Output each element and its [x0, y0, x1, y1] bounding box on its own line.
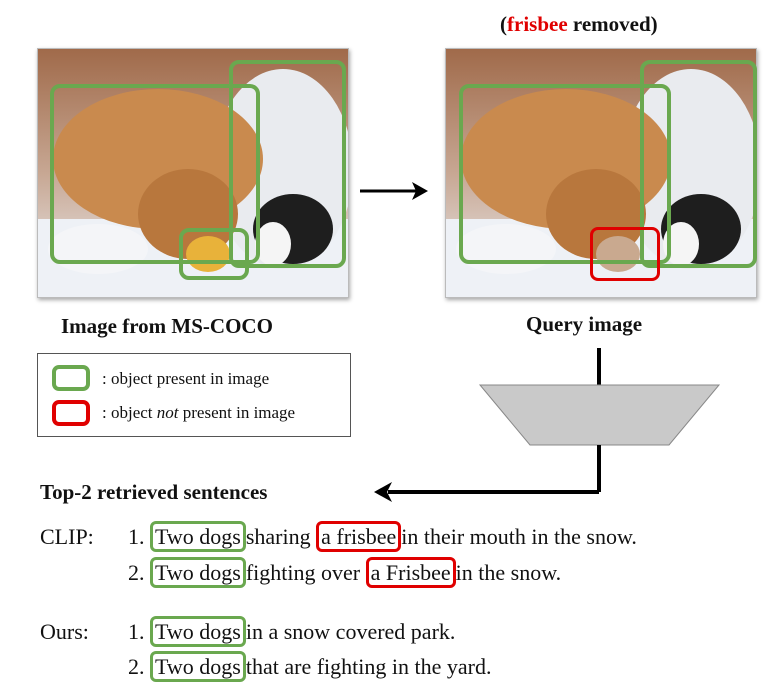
present-object-phrase: Two dogs [150, 521, 246, 552]
results-title: Top-2 retrieved sentences [40, 480, 268, 504]
right-arrow-icon [360, 182, 428, 200]
ours-label: Ours: [40, 619, 89, 644]
result-number: 1. [128, 619, 145, 644]
sentence-text: in a snow covered park. [245, 619, 456, 644]
absent-object-phrase: a Frisbee [365, 557, 456, 588]
absent-object-phrase: a frisbee [316, 521, 402, 552]
source-image [37, 48, 349, 298]
sentence-text: fighting over [245, 560, 366, 585]
result-number: 2. [128, 560, 145, 585]
dog-box-left-1 [50, 84, 260, 264]
frisbee-box-left [179, 228, 249, 280]
sentence-text: in the snow. [455, 560, 562, 585]
header-paren: ( [500, 12, 507, 36]
result-number: 2. [128, 654, 145, 679]
removed-object-header: (frisbee removed) [500, 12, 658, 37]
present-object-phrase: Two dogs [150, 616, 246, 647]
clip-label: CLIP: [40, 524, 94, 549]
dog-box-right-1 [459, 84, 671, 264]
source-image-caption: Image from MS-COCO [61, 314, 273, 338]
sentence-text: in their mouth in the snow. [401, 524, 637, 549]
present-swatch [52, 365, 90, 391]
sentence-text: that are fighting in the yard. [245, 654, 492, 679]
legend-absent-emph: not [156, 403, 179, 422]
legend-present-label: : object present in image [102, 369, 270, 388]
result-number: 1. [128, 524, 145, 549]
left-arrow-icon [374, 482, 392, 502]
encoder-trapezoid [478, 384, 721, 446]
dog-box-left-2 [229, 60, 346, 268]
legend-absent-suffix: present in image [178, 403, 296, 422]
encoder-diagram [374, 348, 721, 502]
sentence-text: sharing [245, 524, 317, 549]
header-suffix: removed) [567, 12, 658, 36]
dog-box-right-2 [640, 60, 757, 268]
absent-swatch [52, 400, 90, 426]
query-image [445, 48, 757, 298]
present-object-phrase: Two dogs [150, 651, 246, 682]
legend: : object present in image : object not p… [37, 353, 351, 437]
legend-absent-prefix: : object [102, 403, 157, 422]
removed-word: frisbee [507, 12, 568, 36]
frisbee-removed-box [590, 227, 660, 281]
query-image-caption: Query image [526, 312, 643, 336]
legend-absent-label: : object not present in image [102, 403, 295, 423]
present-object-phrase: Two dogs [150, 557, 246, 588]
